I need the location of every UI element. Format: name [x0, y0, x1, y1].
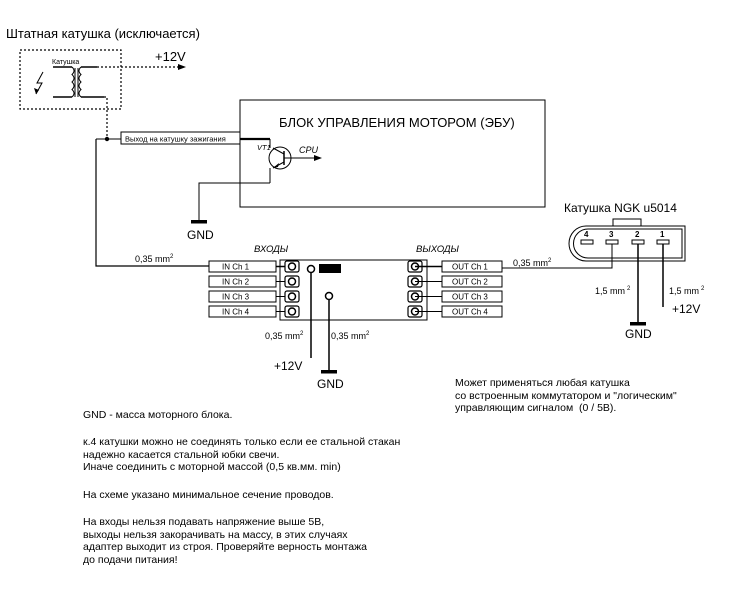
- input-terminal: [284, 260, 300, 273]
- input-label: IN Ch 1: [222, 263, 250, 272]
- pin-slot: [656, 239, 670, 245]
- pin-slot: [580, 239, 594, 245]
- input-channel: IN Ch 3: [208, 290, 300, 303]
- coil-pin: 3: [605, 230, 619, 245]
- outputs-label: ВЫХОДЫ: [416, 244, 460, 255]
- ignition-output-box: [120, 131, 241, 145]
- adapter-power-label: +12V: [274, 359, 302, 373]
- coil-pin: 2: [631, 230, 645, 245]
- transistor-label: VT1: [257, 143, 271, 152]
- output-channel: OUT Ch 3: [407, 290, 503, 303]
- ecu-box: [239, 99, 546, 208]
- note-pin4: к.4 катушки можно не соединять только ес…: [83, 436, 401, 473]
- input-channel: IN Ch 2: [208, 275, 300, 288]
- transistor-icon: [268, 139, 314, 183]
- cpu-arrow-icon: [314, 155, 322, 161]
- pin2-ground-label: GND: [625, 327, 652, 341]
- ground-wire-label: 0,35 mm2: [331, 331, 370, 341]
- stock-coil-supply: +12V: [155, 49, 186, 64]
- adapter-ground-icon: [321, 370, 337, 374]
- output-label-box: [441, 260, 503, 273]
- output-channel: OUT Ch 4: [407, 305, 503, 318]
- stock-coil: Катушка +12V: [19, 49, 186, 138]
- screw-icon: [287, 307, 297, 316]
- input-channel: IN Ch 4: [208, 305, 300, 318]
- input-label: IN Ch 2: [222, 278, 250, 287]
- spark-icon: [35, 71, 44, 95]
- ecu-title: БЛОК УПРАВЛЕНИЯ МОТОРОМ (ЭБУ): [279, 115, 515, 130]
- input-terminal: [284, 305, 300, 318]
- coil-pin: 1: [656, 230, 670, 245]
- inputs-label: ВХОДЫ: [254, 244, 289, 255]
- ecu-block: БЛОК УПРАВЛЕНИЯ МОТОРОМ (ЭБУ) Выход на к…: [96, 99, 546, 242]
- stock-coil-label: Катушка: [52, 59, 79, 66]
- pin-number: 3: [609, 230, 614, 239]
- ecu-ground-label: GND: [187, 228, 214, 242]
- note-warning: На входы нельзя подавать напряжение выше…: [83, 516, 367, 566]
- screw-icon: [287, 292, 297, 301]
- output-label-box: [441, 305, 503, 318]
- note-any-coil: Может применяться любая катушка со встро…: [455, 377, 677, 414]
- input-label: IN Ch 3: [222, 293, 250, 302]
- adapter-led: [319, 264, 341, 273]
- ground-terminal: [324, 291, 334, 301]
- coil-ground-icon: [630, 322, 646, 326]
- pin1-supply-label: +12V: [672, 302, 700, 316]
- output-channel: OUT Ch 1: [407, 260, 503, 273]
- input-label: IN Ch 4: [222, 308, 250, 317]
- ground-icon: [191, 220, 207, 224]
- output-label: OUT Ch 1: [452, 263, 488, 272]
- junction-dot: [104, 136, 110, 142]
- output-label: OUT Ch 2: [452, 278, 488, 287]
- adapter-ground-label: GND: [317, 377, 344, 391]
- adapter-board: [279, 259, 428, 321]
- arrow-icon: [178, 64, 186, 70]
- power-terminal: [306, 264, 316, 274]
- adapter-block: ВХОДЫ ВЫХОДЫ IN Ch 1 IN Ch 2 IN Ch 3 IN Ch …: [208, 244, 503, 391]
- power-wire-label: 0,35 mm2: [265, 331, 304, 341]
- wire-out-label: 0,35 mm2: [513, 258, 552, 268]
- pin-slot: [605, 239, 619, 245]
- screw-icon: [287, 262, 297, 271]
- output-label-box: [441, 275, 503, 288]
- input-terminal: [284, 275, 300, 288]
- transformer-icon: [53, 66, 104, 98]
- cpu-label: CPU: [299, 145, 319, 155]
- pin-number: 2: [635, 230, 640, 239]
- ngk-coil-title: Катушка NGK u5014: [564, 201, 677, 215]
- note-gnd: GND - масса моторного блока.: [83, 409, 233, 421]
- note-section: На схеме указано минимальное сечение про…: [83, 489, 334, 501]
- pin-number: 1: [660, 230, 665, 239]
- output-label: OUT Ch 3: [452, 293, 488, 302]
- screw-icon: [287, 277, 297, 286]
- input-terminal: [284, 290, 300, 303]
- stock-coil-title: Штатная катушка (исключается): [6, 26, 200, 41]
- pin-slot: [631, 239, 645, 245]
- coil-pin: 4: [580, 230, 594, 245]
- pin-number: 4: [584, 230, 589, 239]
- ngk-coil-outline: [568, 225, 686, 262]
- ignition-output-label: Выход на катушку зажигания: [125, 135, 226, 144]
- output-label-box: [441, 290, 503, 303]
- input-channel: IN Ch 1: [208, 260, 300, 273]
- wire-in-label: 0,35 mm2: [135, 254, 174, 264]
- output-label: OUT Ch 4: [452, 308, 488, 317]
- output-channel: OUT Ch 2: [407, 275, 503, 288]
